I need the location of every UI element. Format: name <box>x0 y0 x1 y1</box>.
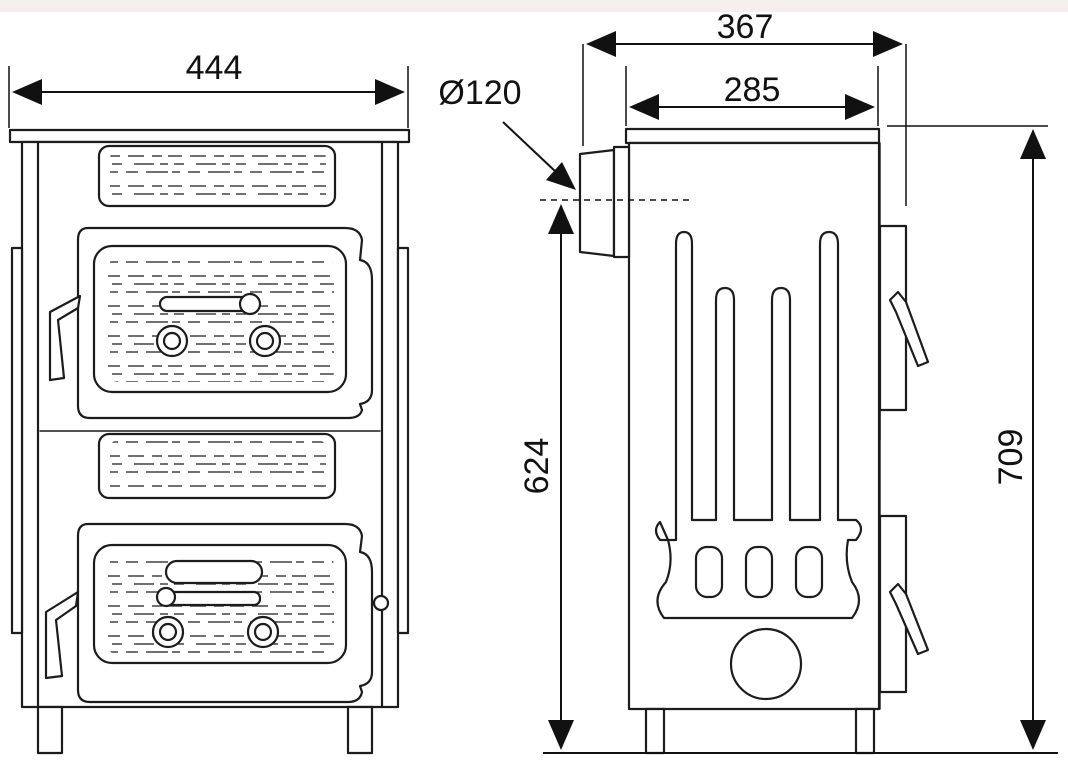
side-fin-slot-2 <box>744 545 774 599</box>
upper-door-knob <box>238 292 262 316</box>
dim-flue-height: 624 <box>518 204 574 750</box>
dim-front-width: 444 <box>8 49 409 128</box>
flue-diameter-label: Ø120 <box>438 74 521 112</box>
flue-height-label: 624 <box>518 438 556 495</box>
side-view <box>578 127 930 755</box>
flue-collar <box>612 145 631 259</box>
upper-hinge <box>48 294 82 382</box>
lower-door-slot <box>164 559 264 585</box>
front-width-label: 444 <box>186 49 243 87</box>
lower-door-handle-bar <box>162 590 262 607</box>
side-depth-overall-label: 367 <box>717 8 774 46</box>
front-view <box>8 128 411 755</box>
lower-hinge <box>44 590 80 680</box>
side-right-foot <box>854 707 876 755</box>
side-fin-slot-3 <box>794 545 824 599</box>
side-air-inlet <box>729 627 803 701</box>
lower-door-knob <box>155 586 177 608</box>
lower-door-latch <box>372 594 390 612</box>
front-left-foot <box>36 705 64 755</box>
side-top-plate <box>624 127 881 145</box>
dim-total-height: 709 <box>887 125 1048 750</box>
dim-flue-diameter: Ø120 <box>438 74 576 190</box>
dim-side-depth-overall: 367 <box>582 8 907 206</box>
top-band <box>0 0 1068 12</box>
side-fin-slot-1 <box>694 545 724 599</box>
side-left-foot <box>644 707 666 755</box>
side-body <box>627 141 881 711</box>
side-heat-fins <box>654 230 863 620</box>
right-side-strip <box>396 246 410 635</box>
side-lower-handle <box>888 582 930 656</box>
front-right-foot <box>346 705 374 755</box>
dim-side-depth-body: 285 <box>625 66 879 126</box>
side-depth-body-label: 285 <box>724 71 781 109</box>
side-upper-handle <box>888 290 930 368</box>
flue-outlet <box>578 148 616 258</box>
total-height-label: 709 <box>992 429 1030 486</box>
front-top-plate <box>8 128 411 144</box>
left-side-strip <box>10 246 24 635</box>
